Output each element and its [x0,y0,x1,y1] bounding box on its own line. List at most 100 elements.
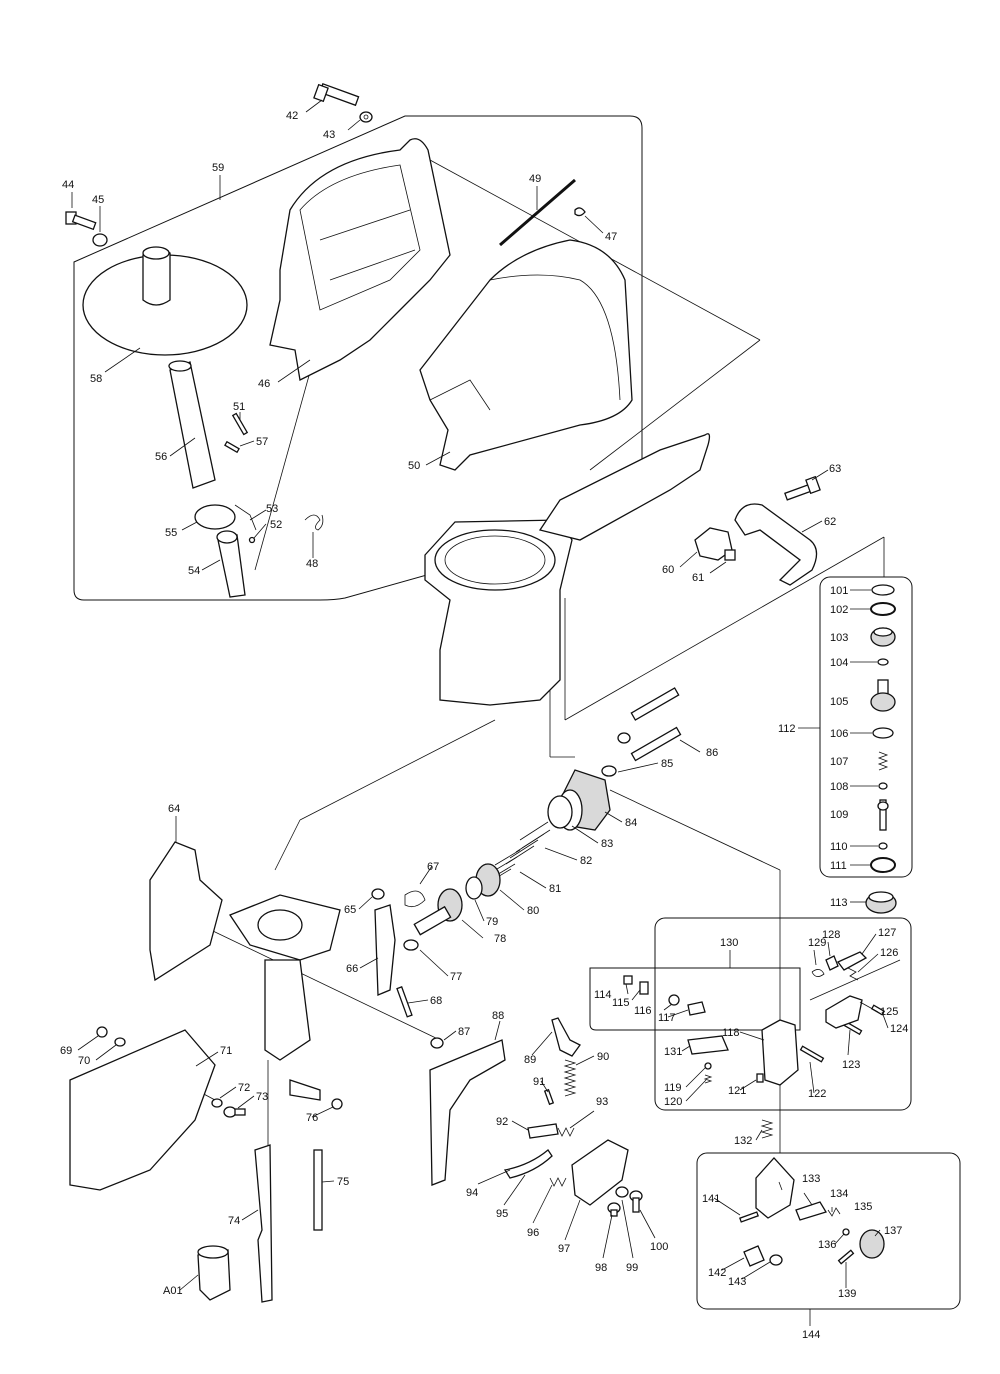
label-73: 73 [256,1091,268,1103]
label-84: 84 [625,817,637,829]
label-143: 143 [728,1276,746,1288]
label-43: 43 [323,129,335,141]
oring-104 [877,658,889,666]
label-42: 42 [286,110,298,122]
bolt-44 [65,211,97,231]
label-87: 87 [458,1026,470,1038]
label-137: 137 [884,1225,902,1237]
trigger-group-frame [654,917,912,1111]
oring-83 [547,795,573,829]
label-81: 81 [549,883,561,895]
trigger-88 [429,1039,506,1186]
label-106: 106 [830,728,848,740]
shaft-54 [216,530,246,598]
pin-75 [313,1149,323,1231]
ring-55 [194,504,236,530]
label-124: 124 [890,1023,908,1035]
label-66: 66 [346,963,358,975]
piece-128 [825,955,839,971]
valve-103 [870,627,896,647]
trigger-subframe [589,967,801,1031]
piston-78 [413,888,463,936]
label-121: 121 [728,1085,746,1097]
ball-52 [248,536,256,544]
label-57: 57 [256,436,268,448]
label-62: 62 [824,516,836,528]
guard-71 [69,1029,216,1191]
pin-109 [877,799,889,831]
bolt-63 [784,475,821,501]
pin-68 [396,986,413,1018]
label-70: 70 [78,1055,90,1067]
ball-119 [704,1062,712,1070]
lever-89 [551,1017,581,1057]
label-60: 60 [662,564,674,576]
label-85: 85 [661,758,673,770]
label-64: 64 [168,803,180,815]
label-131: 131 [664,1046,682,1058]
label-114: 114 [594,989,612,1001]
arm-125 [825,995,863,1029]
lever-92 [527,1123,559,1139]
reel-plate-58 [82,246,248,356]
nut-76 [331,1098,343,1110]
part-labels: 42 43 44 45 59 49 47 46 58 51 57 56 50 5… [60,110,908,1341]
label-83: 83 [601,838,613,850]
label-99: 99 [626,1262,638,1274]
label-67: 67 [427,861,439,873]
lever-62 [734,503,818,586]
label-112: 112 [778,723,796,735]
washer-upper [617,732,631,744]
label-126: 126 [880,947,898,959]
label-105: 105 [830,696,848,708]
valve-105 [870,679,896,712]
label-92: 92 [496,1116,508,1128]
pin-91 [543,1088,555,1106]
spring-82 [505,821,551,865]
label-144: 144 [802,1329,820,1341]
bolt-upper-86 [630,687,680,721]
lever-127 [836,951,868,971]
block-142 [743,1245,765,1267]
spring-96 [549,1177,567,1187]
label-68: 68 [430,995,442,1007]
label-94: 94 [466,1187,478,1199]
main-body [424,433,711,706]
label-86: 86 [706,747,718,759]
label-107: 107 [830,756,848,768]
pin-121 [756,1073,764,1083]
label-134: 134 [830,1188,848,1200]
head-bracket [229,894,341,1061]
bolt-69 [96,1026,108,1038]
body-118 [761,1019,799,1086]
label-142: 142 [708,1267,726,1279]
spring-53 [234,504,257,531]
washer-70 [114,1037,126,1047]
label-79: 79 [486,916,498,928]
valve-group-frame [819,576,913,878]
label-103: 103 [830,632,848,644]
oring-110 [878,842,888,850]
label-133: 133 [802,1173,820,1185]
rod-74 [254,1144,273,1303]
spring-116 [668,994,680,1006]
label-127: 127 [878,927,896,939]
wire-74b [289,1079,321,1101]
bushing-113 [865,891,897,914]
label-117: 117 [658,1012,676,1024]
oring-102 [870,602,896,616]
label-119: 119 [664,1082,682,1094]
spring-135 [827,1207,841,1217]
label-56: 56 [155,451,167,463]
nut-61 [724,549,736,561]
lower-valve-frame [696,1152,961,1310]
ball-136 [842,1228,850,1236]
label-101: 101 [830,585,848,597]
label-113: 113 [830,897,848,909]
latch-66 [374,904,396,996]
label-58: 58 [90,373,102,385]
label-95: 95 [496,1208,508,1220]
upper-group-frame [73,115,643,601]
spring-48 [304,514,324,531]
